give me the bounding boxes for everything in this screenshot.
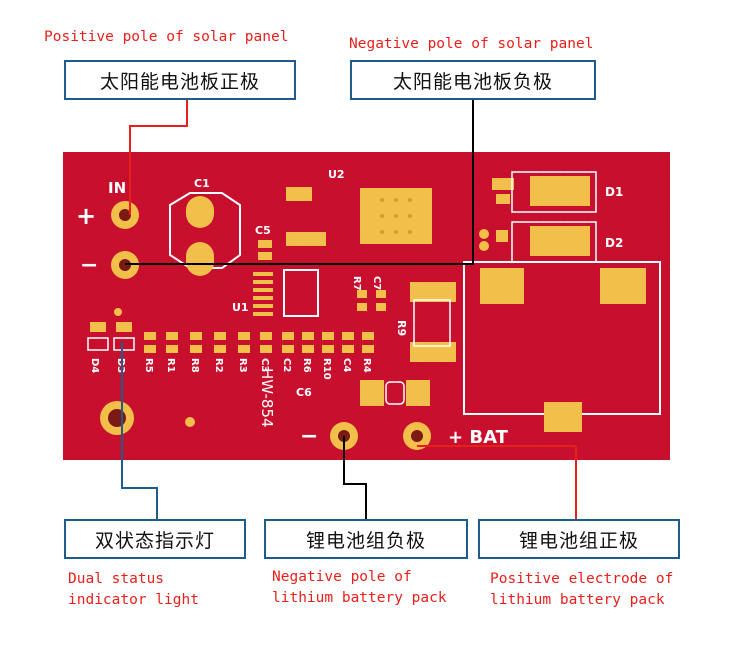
- battery-negative-en-line1: Negative pole of: [272, 569, 412, 585]
- in-label: IN: [108, 179, 126, 197]
- solar-positive-cn-box: 太阳能电池板正极: [64, 60, 296, 100]
- inductor-pad-left: [480, 268, 524, 304]
- designator-d4: D4: [89, 358, 100, 373]
- designator-d3: D3: [115, 358, 126, 373]
- u2-label: U2: [328, 168, 345, 181]
- u1-label: U1: [232, 301, 249, 314]
- indicator-en-line1: Dual status: [68, 571, 165, 587]
- c1-label: C1: [194, 177, 210, 190]
- battery-negative-cn-box: 锂电池组负极: [264, 519, 468, 559]
- c1-pad-top: [186, 196, 214, 228]
- plus-label: +: [76, 202, 96, 230]
- solar-positive-en: Positive pole of solar panel: [44, 29, 289, 45]
- minus-label: −: [80, 253, 98, 278]
- c6-label: C6: [296, 386, 312, 399]
- d2-pad: [530, 226, 590, 256]
- solar-negative-en: Negative pole of solar panel: [349, 36, 594, 52]
- c7-label: C7: [371, 276, 382, 290]
- indicator-cn-box: 双状态指示灯: [64, 519, 246, 559]
- c1-pad-bottom: [186, 242, 214, 276]
- designator-r2: R2: [213, 358, 224, 373]
- designator-r4: R4: [361, 358, 372, 373]
- designator-r1: R1: [165, 358, 176, 373]
- designator-r10: R10: [321, 358, 332, 380]
- designator-c2: C2: [281, 358, 292, 372]
- designator-r8: R8: [189, 358, 200, 373]
- d1-pad: [530, 176, 590, 206]
- designator-r3: R3: [237, 358, 248, 373]
- leader-battery-negative: [343, 436, 367, 519]
- solar-negative-cn-box: 太阳能电池板负极: [350, 60, 596, 100]
- d2-label: D2: [605, 236, 623, 250]
- resistor-pads: [144, 332, 374, 353]
- c5-label: C5: [255, 224, 271, 237]
- d1-label: D1: [605, 185, 623, 199]
- designator-c3: C3: [259, 358, 270, 372]
- leader-solar-negative: [125, 97, 474, 265]
- battery-negative-en-line2: lithium battery pack: [272, 590, 447, 606]
- u1-chip-pins: [253, 272, 273, 316]
- r9-label: R9: [395, 320, 408, 336]
- inductor-pad-right: [600, 268, 646, 304]
- battery-positive-cn-box: 锂电池组正极: [478, 519, 680, 559]
- battery-positive-en-line1: Positive electrode of: [490, 571, 674, 587]
- designator-r6: R6: [301, 358, 312, 373]
- bat-label: + BAT: [448, 427, 509, 448]
- leader-battery-positive: [417, 445, 577, 519]
- inductor-pad-bottom: [544, 402, 582, 432]
- bat-minus-label: −: [300, 424, 318, 449]
- model-label: HW-854: [258, 368, 276, 428]
- designator-c4: C4: [341, 358, 352, 372]
- leader-solar-positive: [129, 97, 188, 215]
- battery-positive-en-line2: lithium battery pack: [490, 592, 665, 608]
- r7-label: R7: [351, 276, 362, 291]
- leader-indicator: [121, 342, 158, 519]
- indicator-leds: [87, 322, 135, 351]
- indicator-en-line2: indicator light: [68, 592, 199, 608]
- designator-r5: R5: [143, 358, 154, 373]
